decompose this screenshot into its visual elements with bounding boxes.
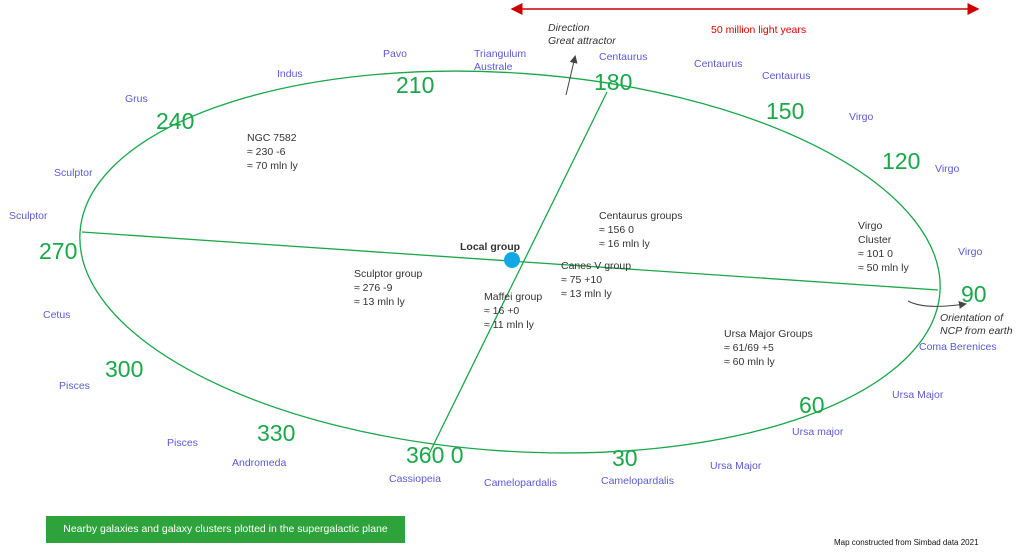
group-coords: ≈ 61/69 +5	[724, 342, 774, 354]
group-name: Sculptor group	[354, 268, 423, 280]
degree-label: 150	[766, 98, 805, 124]
degree-label: 300	[105, 356, 144, 382]
constellation-label: Coma Berenices	[919, 341, 997, 353]
constellation-label: Virgo	[935, 163, 960, 175]
constellation-label: Sculptor	[54, 167, 93, 179]
group-name: NGC 7582	[247, 132, 297, 144]
constellation-label: Pisces	[167, 437, 198, 449]
constellation-label: Virgo	[958, 246, 983, 258]
constellation-label: Centaurus	[762, 70, 811, 82]
constellation-label: Virgo	[849, 111, 874, 123]
constellation-label: Ursa major	[792, 426, 844, 438]
attractor-label-2: Great attractor	[548, 35, 616, 47]
group-sculptor: Sculptor group ≈ 276 -9 ≈ 13 mln ly	[354, 267, 422, 309]
group-distance: ≈ 70 mln ly	[247, 160, 298, 172]
constellation-label: Cassiopeia	[389, 473, 441, 485]
local-group-dot	[504, 252, 520, 268]
group-name: Canes V group	[561, 260, 632, 272]
constellation-label: Centaurus	[694, 58, 743, 70]
group-name: Maffei group	[484, 291, 543, 303]
constellation-label: Triangulum	[474, 48, 527, 60]
degree-label: 120	[882, 148, 921, 174]
constellation-label: Cetus	[43, 309, 71, 321]
group-coords: ≈ 101 0	[858, 248, 893, 260]
constellation-label: Camelopardalis	[484, 477, 557, 489]
constellation-label: Grus	[125, 93, 148, 105]
scale-label: 50 million light years	[711, 24, 807, 36]
ncp-label-1: Orientation of	[940, 312, 1004, 324]
local-group-label: Local group	[460, 241, 521, 253]
group-canes-v: Canes V group ≈ 75 +10 ≈ 13 mln ly	[561, 259, 631, 301]
caption-banner: Nearby galaxies and galaxy clusters plot…	[46, 516, 405, 543]
degree-label: 30	[612, 445, 638, 471]
ncp-arrow	[907, 300, 967, 309]
group-coords: ≈ 156 0	[599, 224, 634, 236]
group-coords: ≈ 276 -9	[354, 282, 393, 294]
group-distance: ≈ 13 mln ly	[354, 296, 405, 308]
supergalactic-ellipse	[79, 70, 941, 454]
constellation-label: Centaurus	[599, 51, 648, 63]
group-coords: ≈ 16 +0	[484, 305, 520, 317]
credit-text: Map constructed from Simbad data 2021	[834, 538, 979, 547]
group-coords: ≈ 230 -6	[247, 146, 286, 158]
constellation-label: Pisces	[59, 380, 90, 392]
constellation-label: Indus	[277, 68, 303, 80]
degree-label: 60	[799, 392, 825, 418]
attractor-label-1: Direction	[548, 22, 590, 34]
group-distance: ≈ 13 mln ly	[561, 288, 612, 300]
constellation-label: Ursa Major	[710, 460, 762, 472]
group-distance: ≈ 11 mln ly	[484, 319, 534, 331]
degree-label: 330	[257, 420, 296, 446]
degree-label: 240	[156, 108, 195, 134]
constellation-label: Camelopardalis	[601, 475, 674, 487]
group-coords: ≈ 75 +10	[561, 274, 603, 286]
degree-label: 360 0	[406, 442, 464, 468]
group-maffei: Maffei group ≈ 16 +0 ≈ 11 mln ly	[484, 290, 542, 332]
group-virgo-cluster: Virgo Cluster ≈ 101 0 ≈ 50 mln ly	[858, 219, 909, 275]
degree-label: 90	[961, 281, 987, 307]
degree-label: 180	[594, 69, 633, 95]
group-ngc7582: NGC 7582 ≈ 230 -6 ≈ 70 mln ly	[247, 131, 298, 173]
group-ursa-major: Ursa Major Groups ≈ 61/69 +5 ≈ 60 mln ly	[724, 327, 813, 369]
group-name-2: Cluster	[858, 234, 892, 246]
group-name: Virgo	[858, 220, 883, 232]
constellation-label: Australe	[474, 61, 513, 73]
ncp-label-2: NCP from earth	[940, 325, 1013, 337]
constellation-label: Sculptor	[9, 210, 48, 222]
group-distance: ≈ 16 mln ly	[599, 238, 650, 250]
constellation-label: Andromeda	[232, 457, 287, 469]
group-name: Centaurus groups	[599, 210, 683, 222]
constellation-label: Pavo	[383, 48, 407, 60]
group-name: Ursa Major Groups	[724, 328, 813, 340]
degree-label: 210	[396, 72, 435, 98]
constellation-label: Ursa Major	[892, 389, 944, 401]
axis-180-360	[427, 91, 608, 457]
group-centaurus: Centaurus groups ≈ 156 0 ≈ 16 mln ly	[599, 209, 682, 251]
degree-label: 270	[39, 238, 78, 264]
great-attractor-arrow	[565, 55, 578, 96]
group-distance: ≈ 50 mln ly	[858, 262, 909, 274]
group-distance: ≈ 60 mln ly	[724, 356, 775, 368]
